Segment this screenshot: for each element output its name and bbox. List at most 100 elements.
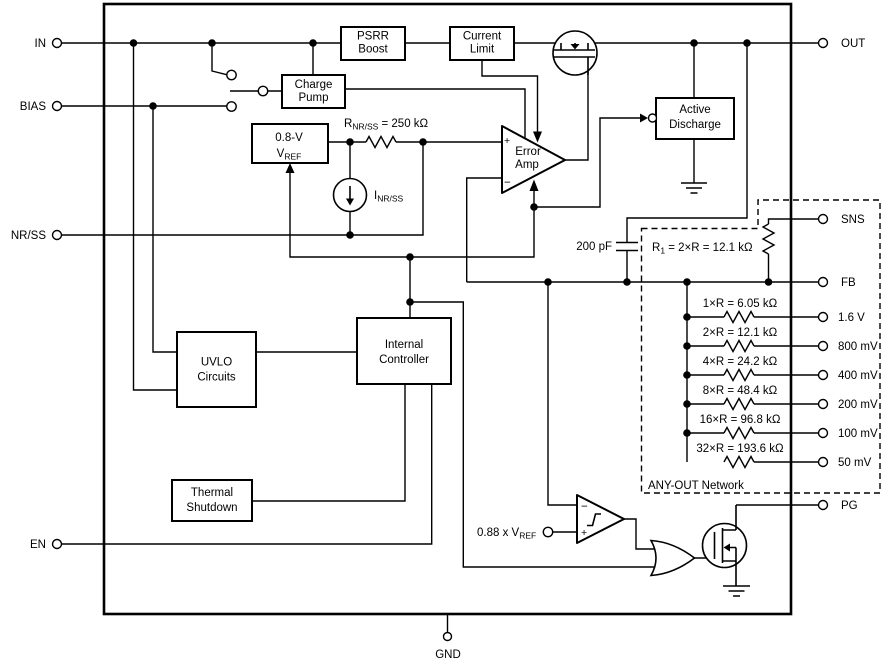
pin-400mv [817,369,829,381]
active-discharge-block [655,97,735,140]
pg-threshold-label: 0.88 x VREF [477,527,536,541]
ladder-res-label-5: 32×R = 193.6 kΩ [696,443,784,455]
arrowheads [285,113,658,191]
pin-en [51,538,63,550]
resistor-32x [723,455,755,469]
error-amp-triangle [501,125,566,194]
or-gate [649,539,696,577]
pin-800mv [817,340,829,352]
r1-label: R1 = 2×R = 12.1 kΩ [652,242,753,256]
resistor-r1 [761,223,776,255]
vref-label2: VREF [277,148,302,162]
resistor-1x [723,310,755,324]
inrss-label: INR/SS [374,190,404,204]
thermal-to-controller-wire [252,384,406,502]
pin-sns [817,213,829,225]
current-limit-block [449,26,515,61]
hysteresis-icon [587,513,601,527]
charge-pump-output-wire [345,88,526,138]
ladder-res-label-0: 1×R = 6.05 kΩ [703,298,778,310]
internal-controller-label1: Internal [385,339,423,351]
pass-fet-circle [552,30,598,76]
pin-50mv [817,456,829,468]
blocks [171,26,735,522]
pin-200mv [817,398,829,410]
pass-fet-arrow-icon [570,44,580,50]
enable-vref-arrow-icon [285,163,295,173]
current-limit-drive-wire [481,60,539,132]
pin-nrss [51,229,63,241]
pin-fb [817,276,829,288]
psrr-boost-label1: PSRR [357,31,389,43]
enable-erroramp-arrow-icon [529,179,539,191]
anyout-label: ANY-OUT Network [648,480,744,492]
uvlo-label1: UVLO [201,357,232,369]
current-limit-label2: Limit [470,44,495,56]
nrss-current-source [332,177,368,213]
ground-pg-fet [723,585,750,597]
pin-label-bias: BIAS [20,101,47,113]
active-discharge-label1: Active [679,104,710,116]
ladder-res-label-4: 16×R = 96.8 kΩ [700,414,781,426]
nrss-wire [61,142,424,236]
ladder-res-label-3: 8×R = 48.4 kΩ [703,385,778,397]
uvlo-label2: Circuits [197,372,236,384]
thermal-shutdown-label2: Shutdown [186,502,237,514]
in-to-uvlo-wire [132,43,177,391]
comparator-output-wire [624,518,655,550]
bias-to-uvlo-wire [152,106,177,353]
out-feedforward-wire [626,43,748,282]
pin-in [51,37,63,49]
erroramp-output-gate-wire [565,57,589,161]
thermal-shutdown-block [171,479,253,522]
comparator-minus: − [581,501,588,513]
resistor-rnrss [365,135,397,149]
active-discharge-arrow-icon [640,113,648,123]
pin-label-in: IN [35,38,47,50]
erroramp-minus-wire [466,177,502,282]
current-limit-arrow-icon [533,131,542,143]
pin-bias [51,100,63,112]
switch-in-branch-wire [211,43,227,76]
fb-to-comparator-wire [547,282,577,506]
resistor-2x [723,339,755,353]
charge-pump-label1: Charge [295,79,333,91]
pg-fet-arrow-icon [723,543,730,552]
pin-label-gnd: GND [435,649,461,661]
vref-label1: 0.8-V [275,132,303,144]
junction-dots [129,39,773,437]
ground-active-discharge [681,182,707,194]
text-layer: IN BIAS NR/SS EN GND OUT SNS FB PG PSRR … [11,31,878,661]
pin-label-fb: FB [841,277,856,289]
pass-fet-symbol [554,43,595,75]
sns-wire [767,218,819,282]
pin-label-sns: SNS [841,214,865,226]
ladder-pin-label-0: 1.6 V [838,312,865,324]
ladder-pin-label-5: 50 mV [838,457,872,469]
comparator-plus: + [581,527,587,539]
rnrss-label: RNR/SS = 250 kΩ [344,118,429,132]
pin-100mv [817,427,829,439]
ladder-pin-label-4: 100 mV [838,428,878,440]
pin-pg [817,499,829,511]
psrr-boost-block [340,26,406,61]
resistor-8x [723,397,755,411]
resistors [365,135,776,469]
ladder-pin-label-1: 800 mV [838,341,878,353]
capacitor-200pf [616,241,638,252]
uvlo-block [176,331,257,408]
cap-label: 200 pF [576,241,612,253]
pg-comparator-triangle [576,494,625,544]
switch-pole [257,85,269,97]
charge-pump-block [281,74,346,109]
pin-label-out: OUT [841,38,865,50]
pg-fet [701,505,748,586]
resistor-16x [723,426,755,440]
charge-pump-label2: Pump [298,92,328,104]
pin-out [817,37,829,49]
error-amp-minus: − [504,177,511,189]
ladder-pin-label-2: 400 mV [838,370,878,382]
ladder-pin-label-3: 200 mV [838,399,878,411]
